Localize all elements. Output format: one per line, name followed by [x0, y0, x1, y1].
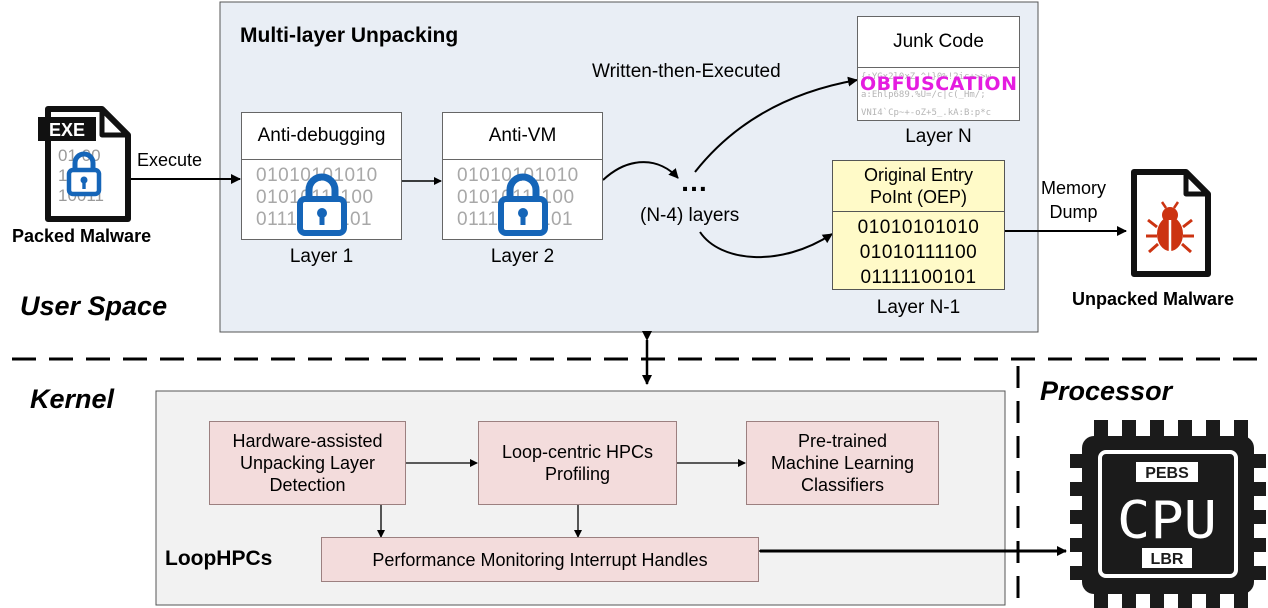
unpacking-panel-title: Multi-layer Unpacking — [240, 24, 459, 47]
execute-label: Execute — [137, 150, 203, 170]
packed-malware-label: Packed Malware — [12, 226, 152, 246]
layer1-caption: Layer 1 — [289, 246, 354, 267]
cpu-chip-icon: PEBS CPU LBR — [1070, 420, 1266, 608]
layer2-caption: Layer 2 — [490, 246, 555, 267]
user-space-label: User Space — [20, 291, 168, 321]
layerN-header: Junk Code — [858, 17, 1019, 68]
to-layerN-arrow — [694, 76, 858, 173]
exe-tag: EXE — [49, 120, 85, 140]
junk-code-text: {;YGx2l0xZ-^!}0%!2ic+>>w a:Ehlp689.%U=/c… — [860, 72, 1018, 118]
unpacked-malware-label: Unpacked Malware — [1072, 289, 1235, 309]
unpacking-layer-detection-box: Hardware-assisted Unpacking Layer Detect… — [209, 421, 406, 505]
layerN-box: Junk Code {;YGx2l0xZ-^!}0%!2ic+>>w a:Ehl… — [857, 16, 1020, 121]
lbr-label: LBR — [1151, 551, 1184, 568]
pmi-handles-box: Performance Monitoring Interrupt Handles — [321, 537, 759, 582]
written-then-executed-label: Written-then-Executed — [592, 61, 781, 82]
layer2-to-layers-arrow — [602, 161, 679, 181]
cpu-label: CPU — [1117, 491, 1217, 551]
ml-classifiers-box: Pre-trained Machine Learning Classifiers — [746, 421, 939, 505]
to-layerN1-arrow — [699, 231, 833, 259]
packed-malware-file-icon: EXE 01 00 10 1 10011 — [38, 106, 131, 222]
layerN1-caption: Layer N-1 — [876, 297, 961, 318]
unpacked-malware-file-icon — [1131, 169, 1211, 277]
lock-icon — [498, 173, 548, 236]
pebs-label: PEBS — [1145, 465, 1189, 482]
layerN1-box: Original Entry PoInt (OEP) 01010101010 0… — [832, 160, 1005, 290]
obfuscation-label: OBFUSCATION — [860, 73, 1018, 95]
middle-layers-label: (N-4) layers — [640, 205, 740, 226]
layerN-caption: Layer N — [905, 126, 972, 147]
layerN1-bits: 01010101010 01010111100 01111100101 — [857, 217, 980, 288]
hpcs-profiling-box: Loop-centric HPCs Profiling — [478, 421, 677, 505]
layer2-header: Anti-VM — [443, 113, 602, 160]
lock-icon — [66, 151, 102, 197]
layerN1-header: Original Entry PoInt (OEP) — [833, 161, 1004, 212]
loophpcs-label: LoopHPCs — [165, 547, 273, 570]
processor-label: Processor — [1040, 376, 1173, 406]
kernel-label: Kernel — [30, 384, 115, 414]
lock-icon — [297, 173, 347, 236]
memory-dump-label: Memory Dump — [1041, 178, 1107, 222]
bug-icon — [1146, 201, 1194, 254]
ellipsis: … — [680, 166, 709, 197]
layer1-header: Anti-debugging — [242, 113, 401, 160]
